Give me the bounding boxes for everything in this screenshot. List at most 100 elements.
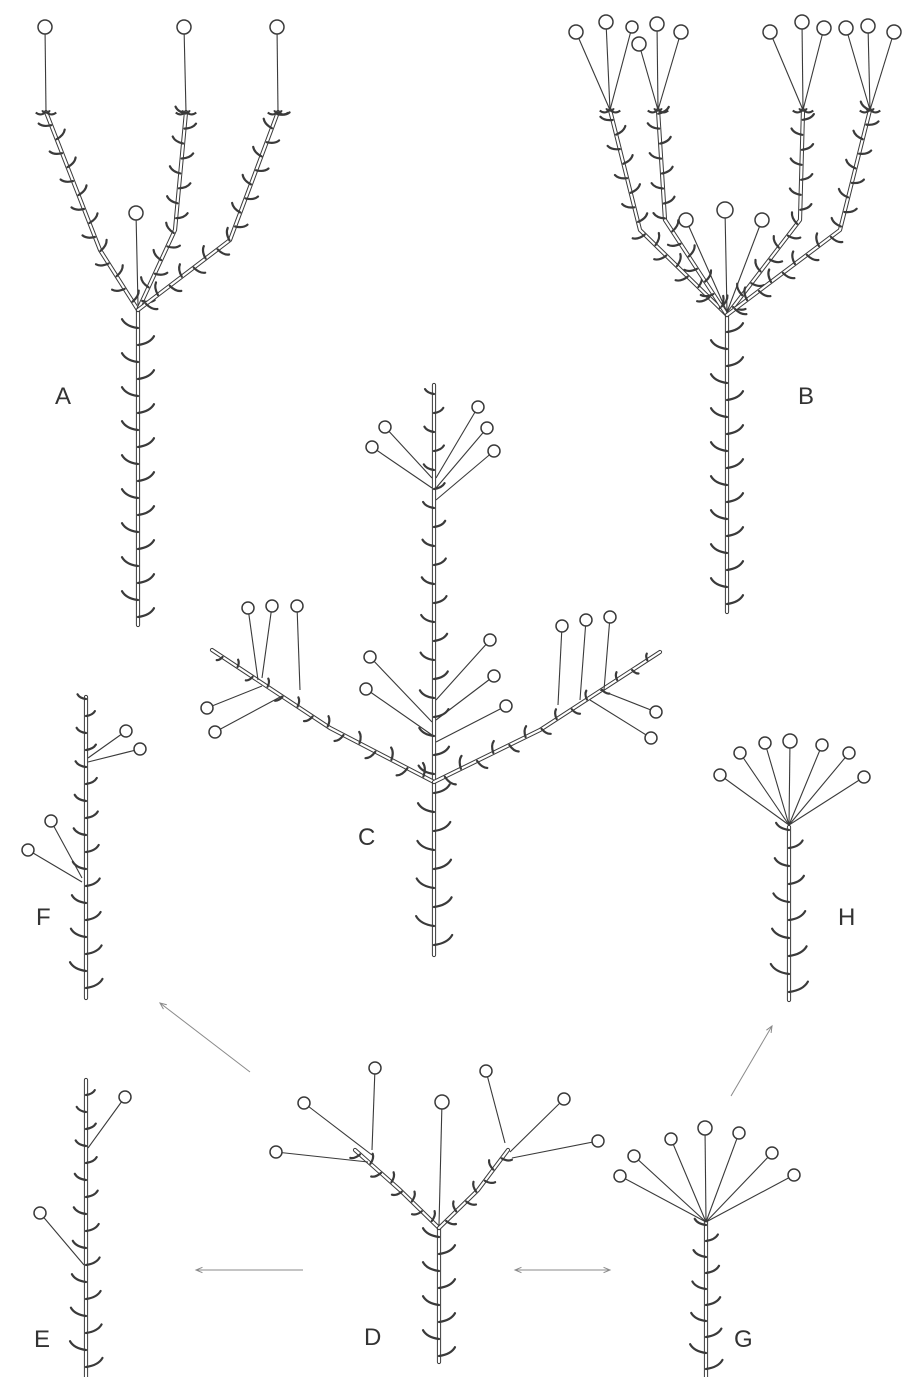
leaf-mark [711, 340, 727, 349]
flower-circle [270, 20, 284, 34]
leaf-mark [416, 916, 434, 926]
leaf-mark [631, 184, 640, 193]
leaf-mark [466, 1202, 476, 1205]
leaf-mark [298, 697, 300, 706]
leaf-mark [434, 897, 452, 907]
pedicel-line [436, 451, 494, 500]
leaf-mark [439, 1245, 455, 1254]
leaf-mark [122, 353, 138, 362]
leaf-mark [792, 252, 795, 264]
leaf-mark [246, 677, 253, 681]
leaf-mark [633, 235, 645, 239]
flower-circle [435, 1095, 449, 1109]
flower-circle [817, 21, 831, 35]
leaf-mark [238, 660, 239, 667]
leaf-mark [525, 726, 527, 737]
pedicel-line [846, 28, 870, 110]
flower-circle [481, 422, 493, 434]
pedicel-line [372, 1068, 375, 1150]
leaf-mark [676, 277, 688, 281]
leaf-mark [71, 929, 86, 937]
flower-circle [38, 20, 52, 34]
leaf-mark [684, 269, 697, 271]
leaf-mark [690, 1344, 706, 1353]
panel-label-h: H [838, 906, 855, 930]
flower-circle [887, 25, 901, 39]
leaf-mark [138, 472, 154, 481]
leaf-mark [392, 1192, 402, 1195]
pedicel-line [436, 407, 478, 478]
leaf-mark [789, 911, 805, 920]
bract-mark [803, 110, 813, 112]
flower-circle [366, 441, 378, 453]
pedicel-line [671, 1139, 706, 1222]
leaf-mark [727, 357, 743, 366]
leaf-mark [138, 574, 154, 583]
leaf-mark [96, 264, 109, 266]
pedicel-line [28, 850, 82, 882]
transition-arrows [160, 1003, 772, 1273]
leaf-mark [138, 540, 154, 549]
flower-circle [580, 614, 592, 626]
panel-label-f: F [36, 906, 51, 930]
leaf-mark [711, 374, 727, 383]
flower-circle [626, 21, 638, 33]
panel-label-a: A [55, 385, 71, 409]
flower-circle [364, 651, 376, 663]
bract-mark [610, 110, 620, 112]
flower-circle [480, 1065, 492, 1077]
leaf-mark [846, 160, 855, 169]
flower-circle [369, 1062, 381, 1074]
leaf-mark [839, 189, 848, 198]
panel-a [36, 20, 290, 625]
leaf-mark [72, 1274, 86, 1282]
leaf-mark [585, 691, 586, 700]
leaf-mark [632, 670, 638, 673]
stem-outline [434, 652, 660, 782]
leaf-mark [711, 578, 727, 587]
flower-circle [599, 15, 613, 29]
leaf-mark [101, 240, 107, 251]
leaf-mark [423, 1330, 439, 1339]
pedicel-line [725, 210, 727, 312]
leaf-mark [737, 284, 742, 296]
pedicel-line [558, 626, 562, 705]
leaf-mark [335, 735, 344, 741]
leaf-mark [446, 1221, 456, 1224]
pedicel-line [88, 749, 140, 762]
panel-f [22, 694, 146, 998]
flower-circle [120, 725, 132, 737]
leaf-mark [485, 1181, 495, 1183]
pedicel-line [606, 22, 610, 110]
pedicel-line [436, 640, 490, 700]
leaf-mark [122, 489, 138, 498]
leaf-mark [86, 945, 102, 954]
pedicel-line [486, 1071, 505, 1143]
leaf-mark [122, 557, 138, 566]
leaf-mark [203, 246, 206, 258]
leaf-mark [772, 929, 789, 938]
pedicel-line [580, 620, 586, 700]
leaf-mark [412, 1192, 415, 1202]
pedicel-line [610, 27, 632, 110]
flower-circle [604, 611, 616, 623]
pedicel-line [705, 1128, 706, 1222]
flower-circle [679, 213, 693, 227]
flower-circle [119, 1091, 131, 1103]
leaf-mark [391, 748, 393, 760]
leaf-mark [638, 213, 647, 222]
leaf-mark [572, 709, 580, 713]
pedicel-line [770, 32, 803, 110]
pedicel-line [789, 741, 790, 825]
pedicel-line [512, 1141, 598, 1158]
leaf-mark [328, 716, 330, 726]
pedicel-line [765, 743, 789, 825]
pedicel-line [706, 1175, 794, 1222]
leaf-mark [727, 323, 743, 332]
leaf-mark [304, 717, 313, 722]
panel-label-b: B [798, 385, 814, 409]
leaf-mark [227, 228, 230, 241]
flower-circle [129, 206, 143, 220]
leaf-mark [706, 1329, 721, 1337]
flower-circle [733, 1127, 745, 1139]
